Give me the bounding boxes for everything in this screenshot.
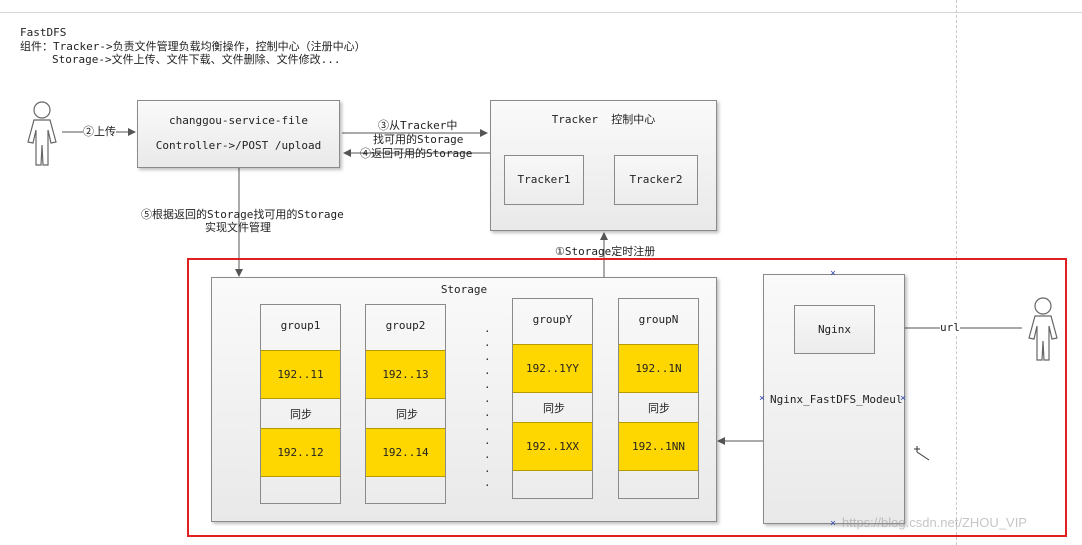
service-endpoint: Controller->/POST /upload xyxy=(155,139,322,152)
sync-label: 同步 xyxy=(543,402,565,415)
watermark: https://blog.csdn.net/ZHOU_VIP xyxy=(842,515,1027,530)
group-name: groupY xyxy=(532,313,573,326)
selection-handle-icon[interactable]: × xyxy=(759,393,766,404)
user-icon-left xyxy=(27,101,57,166)
storage-node-groupY-a: 192..1YY xyxy=(513,344,592,393)
storage-title: Storage xyxy=(440,283,488,296)
selection-handle-icon[interactable]: × xyxy=(830,518,837,529)
more-groups-ellipsis: ............ xyxy=(484,322,491,489)
storage-highlight-frame xyxy=(187,258,1067,537)
label-step5-line1: ⑤根据返回的Storage找可用的Storage xyxy=(141,208,344,221)
tracker-node-2: Tracker2 xyxy=(614,155,698,205)
group-name: groupN xyxy=(638,313,679,326)
canvas-top-border xyxy=(0,12,1082,13)
label-step3-line2: 找可用的Storage xyxy=(373,133,464,146)
storage-node-group2-b: 192..14 xyxy=(366,428,445,477)
service-name: changgou-service-file xyxy=(168,114,309,127)
diagram-title: FastDFS xyxy=(20,26,67,39)
canvas-right-guide xyxy=(956,0,957,545)
tracker-title: Tracker 控制中心 xyxy=(551,113,656,126)
storage-node-groupY-b: 192..1XX xyxy=(513,422,592,471)
storage-node-groupN-a: 192..1N xyxy=(619,344,698,393)
cursor-icon xyxy=(914,446,930,461)
selection-handle-icon[interactable]: × xyxy=(830,268,837,279)
storage-node-groupN-b: 192..1NN xyxy=(619,422,698,471)
storage-node-group1-a: 192..11 xyxy=(261,350,340,399)
storage-node-group2-a: 192..13 xyxy=(366,350,445,399)
tracker-box: Tracker 控制中心 Tracker1 Tracker2 xyxy=(490,100,717,231)
selection-handle-icon[interactable]: × xyxy=(900,393,907,404)
service-file-box: changgou-service-file Controller->/POST … xyxy=(137,100,340,168)
group-name: group1 xyxy=(280,319,321,332)
label-upload: ②上传 xyxy=(83,125,116,139)
nginx-box: Nginx xyxy=(794,305,875,354)
components-line-storage: Storage->文件上传、文件下载、文件删除、文件修改... xyxy=(52,53,341,66)
group-name: group2 xyxy=(385,319,426,332)
storage-node-group1-b: 192..12 xyxy=(261,428,340,477)
label-url: url xyxy=(940,321,960,335)
sync-label: 同步 xyxy=(648,402,670,415)
label-step5-line2: 实现文件管理 xyxy=(205,221,271,234)
sync-label: 同步 xyxy=(396,408,418,421)
label-step4: ④返回可用的Storage xyxy=(360,147,473,160)
nginx-module-label: Nginx_FastDFS_Modeul xyxy=(770,393,903,406)
user-icon-right xyxy=(1028,297,1058,361)
sync-label: 同步 xyxy=(290,408,312,421)
label-step3-line1: ③从Tracker中 xyxy=(378,119,458,132)
components-line-tracker: 组件：Tracker->负责文件管理负载均衡操作，控制中心（注册中心） xyxy=(20,40,366,53)
label-step1: ①Storage定时注册 xyxy=(555,245,656,258)
tracker-node-1: Tracker1 xyxy=(504,155,584,205)
